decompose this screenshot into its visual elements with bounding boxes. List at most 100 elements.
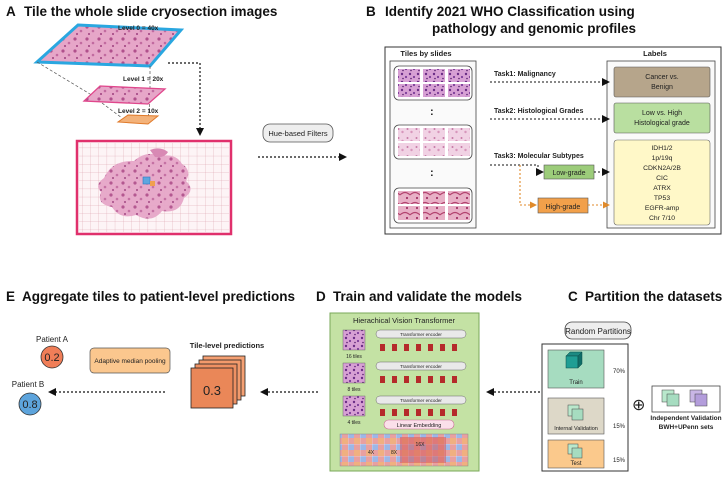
random-partitions-label: Random Partitions: [565, 327, 631, 336]
label-malignancy-line1: Cancer vs.: [645, 74, 679, 81]
hue-filter-group: Hue-based Filters: [258, 123, 347, 161]
token: [452, 344, 457, 351]
label-grade-box: [613, 102, 711, 134]
random-partitions-box: [564, 321, 632, 340]
panel-a-letter: A: [6, 4, 16, 19]
token: [380, 344, 385, 351]
train-cube-front: [565, 355, 579, 369]
token: [440, 409, 445, 416]
patient-b-circle: [18, 392, 42, 416]
label-grade-line2: Histological grade: [634, 120, 690, 127]
token-row: [380, 344, 457, 351]
arrow-level-to-grid: [168, 62, 204, 136]
panel-c-letter: C: [568, 289, 578, 304]
token: [380, 376, 385, 383]
train-percent: 70%: [613, 369, 626, 375]
token: [404, 409, 409, 416]
hvt-title: Hierachical Vision Transformer: [353, 316, 455, 325]
linear-embedding-label: Linear Embedding: [397, 423, 442, 429]
hue-filter-box: [262, 123, 334, 143]
token-row: [380, 376, 457, 383]
patient-a-value: 0.2: [44, 352, 59, 364]
attention-region: [400, 437, 446, 463]
selected-tile-small: [150, 181, 155, 186]
level-1-label: Level 1 = 20x: [123, 76, 164, 83]
token: [392, 344, 397, 351]
pooling-label: Adaptive median pooling: [94, 358, 166, 365]
level-0-label: Level 0 = 40x: [118, 25, 159, 32]
tile-thumb: [423, 143, 445, 156]
train-cube-side: [577, 351, 583, 369]
patient-a-circle: [40, 345, 64, 369]
internal-percent: 15%: [613, 424, 626, 430]
panel-e: E Aggregate tiles to patient-level predi…: [6, 289, 295, 416]
tile-thumb: [448, 69, 470, 82]
tiles-by-slides-header: Tiles by slides: [400, 49, 451, 58]
independent-line2: BWH+UPenn sets: [659, 424, 714, 431]
token: [428, 376, 433, 383]
tile-thumb: [398, 143, 420, 156]
panel-a-title: Tile the whole slide cryosection images: [24, 4, 277, 19]
subtype-item: Chr 7/10: [649, 215, 675, 222]
hvt-tiles8-label: 8 tiles: [347, 387, 361, 393]
subtype-item: 1p/19q: [652, 155, 673, 162]
transformer-encoder-3: [375, 395, 467, 405]
labels-header: Labels: [643, 49, 667, 58]
ellipsis-1: :: [430, 106, 434, 118]
token-row: [380, 409, 457, 416]
test-label: Test: [570, 461, 581, 467]
tile-thumb: [448, 84, 470, 97]
grid-label-4x: 4X: [368, 450, 375, 456]
token: [392, 409, 397, 416]
tile-thumb: [423, 69, 445, 82]
token: [428, 409, 433, 416]
hvt-tiles16-label: 16 tiles: [346, 354, 362, 360]
tile-thumb: [398, 191, 420, 204]
low-grade-label: Low-grade: [552, 170, 585, 177]
panel-d-letter: D: [316, 289, 326, 304]
tissue-section: [98, 153, 191, 219]
panel-b-letter: B: [366, 4, 376, 19]
tile-thumb: [398, 84, 420, 97]
subtypes-box: [613, 139, 711, 226]
token: [404, 344, 409, 351]
task3-to-high-arrow: [519, 165, 537, 209]
tile-thumb: [423, 84, 445, 97]
label-malignancy-line2: Benign: [651, 84, 673, 91]
level-2-slide: [116, 114, 160, 125]
encoder-label: Transformer encoder: [400, 332, 442, 337]
transformer-encoder-2: [375, 361, 467, 371]
grid-label-16x: 16X: [416, 442, 426, 448]
tile-thumb: [448, 206, 470, 220]
task3-label: Task3: Molecular Subtypes: [494, 153, 584, 160]
encoder-label: Transformer encoder: [400, 364, 442, 369]
transformer-encoder-1: [375, 329, 467, 339]
test-percent: 15%: [613, 458, 626, 464]
task2-label: Task2: Histological Grades: [494, 108, 583, 115]
panel-b-title-line2: pathology and genomic profiles: [432, 21, 636, 36]
label-malignancy-box: [613, 66, 711, 98]
train-label: Train: [569, 380, 582, 386]
level-1-slide: [82, 85, 167, 105]
panel-b-title-line1: Identify 2021 WHO Classification using: [385, 4, 635, 19]
pooling-box: [89, 347, 171, 374]
selected-tile: [142, 176, 151, 185]
grid-label-8x: 8X: [391, 450, 398, 456]
tile-thumb: [448, 143, 470, 156]
token: [428, 344, 433, 351]
tissue-fragment: [150, 148, 168, 158]
tile-thumb: [448, 128, 470, 141]
patient-b-label: Patient B: [12, 380, 44, 389]
encoder-label: Transformer encoder: [400, 398, 442, 403]
panel-e-letter: E: [6, 289, 15, 304]
ellipsis-2: :: [430, 167, 434, 179]
hvt-tile-4: [342, 395, 366, 417]
pyramid-edge: [147, 98, 151, 122]
subtype-item: EGFR-amp: [645, 205, 680, 212]
hvt-tile-8: [342, 362, 366, 384]
tile-thumb: [398, 128, 420, 141]
token: [440, 376, 445, 383]
subtype-item: TP53: [654, 195, 670, 202]
subtype-item: ATRX: [653, 185, 671, 192]
